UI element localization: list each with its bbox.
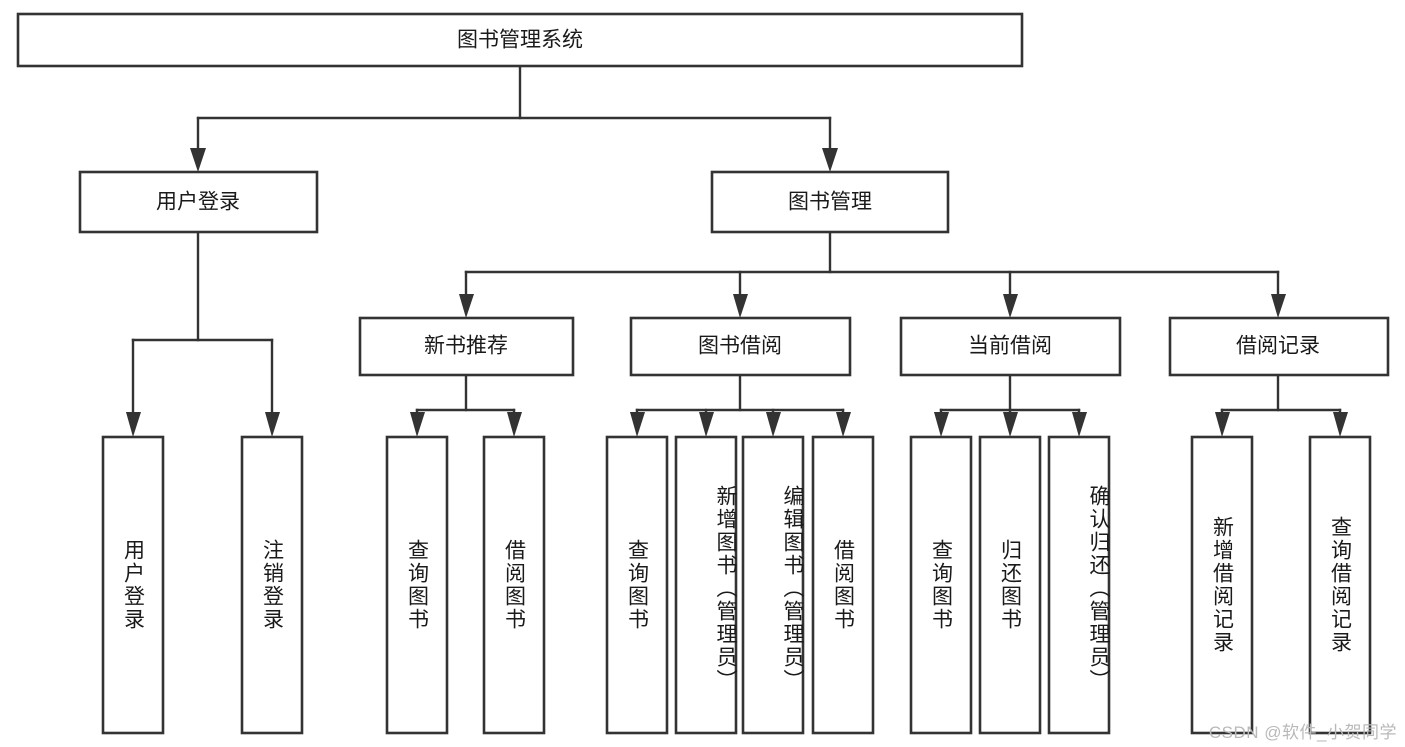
leaf-box-br-2[interactable] (1308, 435, 1372, 735)
arrow-head-leaf-br-2 (1333, 412, 1348, 437)
node-book-management-label: 图书管理 (788, 191, 872, 214)
node-borrow-record-label: 借阅记录 (1236, 335, 1320, 358)
leaf-box-nbr-1[interactable] (385, 435, 449, 735)
arrow-head-user-login (190, 148, 206, 172)
node-current-borrow[interactable]: 当前借阅 (899, 316, 1122, 377)
arrow-head-leaf-bb-1 (630, 412, 645, 437)
leaf-boxes-borrow-record (1190, 435, 1372, 735)
node-book-borrow[interactable]: 图书借阅 (629, 316, 852, 377)
connector-group-book-borrow (630, 373, 851, 437)
leaf-box-nbr-2[interactable] (482, 435, 546, 735)
connector-group-root (190, 64, 838, 172)
connector-group-current-borrow (934, 373, 1087, 437)
arrow-head-current-borrow (1003, 294, 1018, 318)
arrow-head-leaf-bb-2 (699, 412, 714, 437)
arrow-head-leaf-user-login-2 (265, 412, 280, 437)
leaf-boxes-new-book-recommend (385, 435, 546, 735)
leaf-box-bb-1[interactable] (605, 435, 669, 735)
node-user-login-box[interactable] (78, 170, 319, 234)
leaf-box-user-login-2[interactable] (240, 435, 304, 735)
arrow-head-leaf-bb-3 (766, 412, 781, 437)
leaf-box-cb-2[interactable] (978, 435, 1042, 735)
leaf-box-bb-3[interactable] (741, 435, 805, 735)
arrow-head-leaf-bb-4 (836, 412, 851, 437)
node-user-login-label: 用户登录 (156, 191, 240, 214)
leaf-box-bb-4[interactable] (811, 435, 875, 735)
arrow-head-leaf-nbr-1 (410, 412, 425, 437)
connector-group-new-book-recommend (410, 373, 522, 437)
node-new-book-recommend[interactable]: 新书推荐 (358, 316, 575, 377)
leaf-box-cb-1[interactable] (909, 435, 973, 735)
node-book-management[interactable]: 图书管理 (710, 170, 950, 234)
leaf-box-br-1[interactable] (1190, 435, 1254, 735)
arrow-head-new-book-recommend (459, 294, 474, 318)
arrow-head-leaf-cb-3 (1072, 412, 1087, 437)
node-new-book-recommend-box[interactable] (358, 316, 575, 377)
arrow-head-book-mgmt (822, 148, 838, 172)
arrow-head-book-borrow (733, 294, 748, 318)
connector-group-borrow-record (1215, 373, 1348, 437)
leaf-box-cb-3[interactable] (1047, 435, 1111, 735)
arrow-head-borrow-record (1271, 294, 1286, 318)
connector-group-user-login (126, 230, 280, 437)
leaf-box-user-login-1[interactable] (101, 435, 165, 735)
node-current-borrow-box[interactable] (899, 316, 1122, 377)
watermark: CSDN @软件_小贺同学 (1208, 723, 1397, 742)
leaf-boxes-user-login (101, 435, 304, 735)
arrow-head-leaf-br-1 (1215, 412, 1230, 437)
node-borrow-record[interactable]: 借阅记录 (1168, 316, 1390, 377)
node-user-login[interactable]: 用户登录 (78, 170, 319, 234)
node-root[interactable]: 图书管理系统 (16, 12, 1024, 68)
node-book-borrow-box[interactable] (629, 316, 852, 377)
node-book-borrow-label: 图书借阅 (698, 335, 782, 358)
node-new-book-recommend-label: 新书推荐 (424, 335, 508, 358)
leaf-boxes-current-borrow (909, 435, 1111, 735)
leaf-box-bb-2[interactable] (674, 435, 738, 735)
arrow-head-leaf-cb-1 (934, 412, 949, 437)
node-root-label: 图书管理系统 (457, 29, 583, 52)
node-borrow-record-box[interactable] (1168, 316, 1390, 377)
arrow-head-leaf-cb-2 (1003, 412, 1018, 437)
node-current-borrow-label: 当前借阅 (968, 335, 1052, 358)
node-book-management-box[interactable] (710, 170, 950, 234)
arrow-head-leaf-user-login-1 (126, 412, 141, 437)
arrow-head-leaf-nbr-2 (507, 412, 522, 437)
connector-group-book-mgmt (459, 230, 1286, 318)
leaf-boxes-book-borrow (605, 435, 875, 735)
node-root-box[interactable] (16, 12, 1024, 68)
